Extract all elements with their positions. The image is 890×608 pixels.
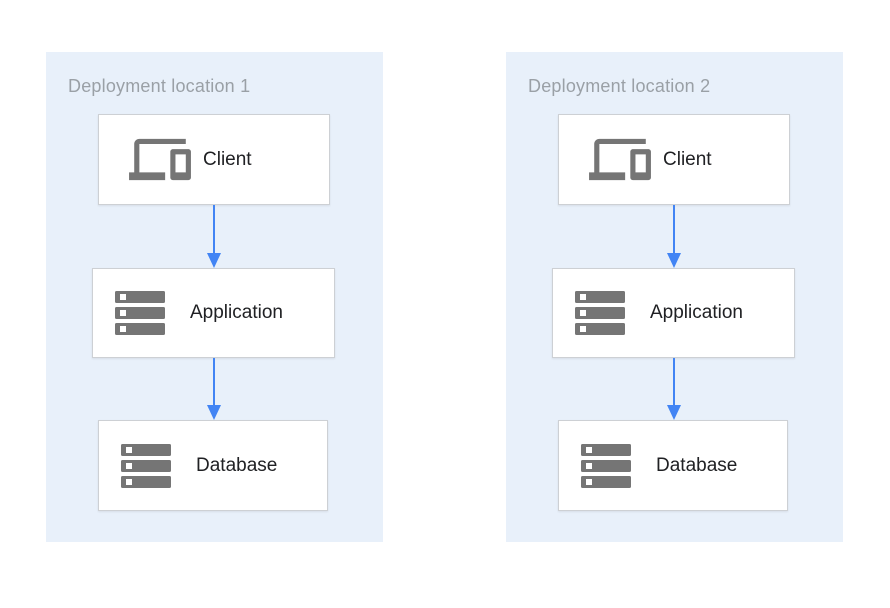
node-label: Application xyxy=(190,302,283,323)
arrow-application-to-database xyxy=(667,358,681,420)
node-database: Database xyxy=(98,420,328,511)
server-stack-icon xyxy=(115,291,165,335)
node-label: Database xyxy=(656,454,738,476)
arrow-head xyxy=(667,253,681,268)
arrow-line xyxy=(213,205,215,255)
deployment-location-2-panel: Deployment location 2 Client xyxy=(506,52,843,542)
arrow-head xyxy=(207,253,221,268)
node-application: Application xyxy=(92,268,335,358)
node-label: Database xyxy=(196,454,278,476)
node-label: Client xyxy=(203,148,252,170)
arrow-application-to-database xyxy=(207,358,221,420)
arrow-head xyxy=(207,405,221,420)
deployment-location-1-panel: Deployment location 1 Client xyxy=(46,52,383,542)
node-database: Database xyxy=(558,420,788,511)
node-application: Application xyxy=(552,268,795,358)
server-stack-icon xyxy=(121,443,171,488)
panel-title: Deployment location 2 xyxy=(528,76,711,96)
arrow-client-to-application xyxy=(207,205,221,268)
node-label: Client xyxy=(663,148,712,170)
node-client: Client xyxy=(98,114,330,205)
arrow-line xyxy=(673,205,675,255)
arrow-line xyxy=(213,358,215,407)
node-client: Client xyxy=(558,114,790,205)
server-stack-icon xyxy=(575,291,625,335)
arrow-client-to-application xyxy=(667,205,681,268)
devices-icon xyxy=(129,135,191,184)
arrow-head xyxy=(667,405,681,420)
server-stack-icon xyxy=(581,443,631,488)
panel-title: Deployment location 1 xyxy=(68,76,251,96)
devices-icon xyxy=(589,135,651,184)
node-label: Application xyxy=(650,302,743,323)
arrow-line xyxy=(673,358,675,407)
